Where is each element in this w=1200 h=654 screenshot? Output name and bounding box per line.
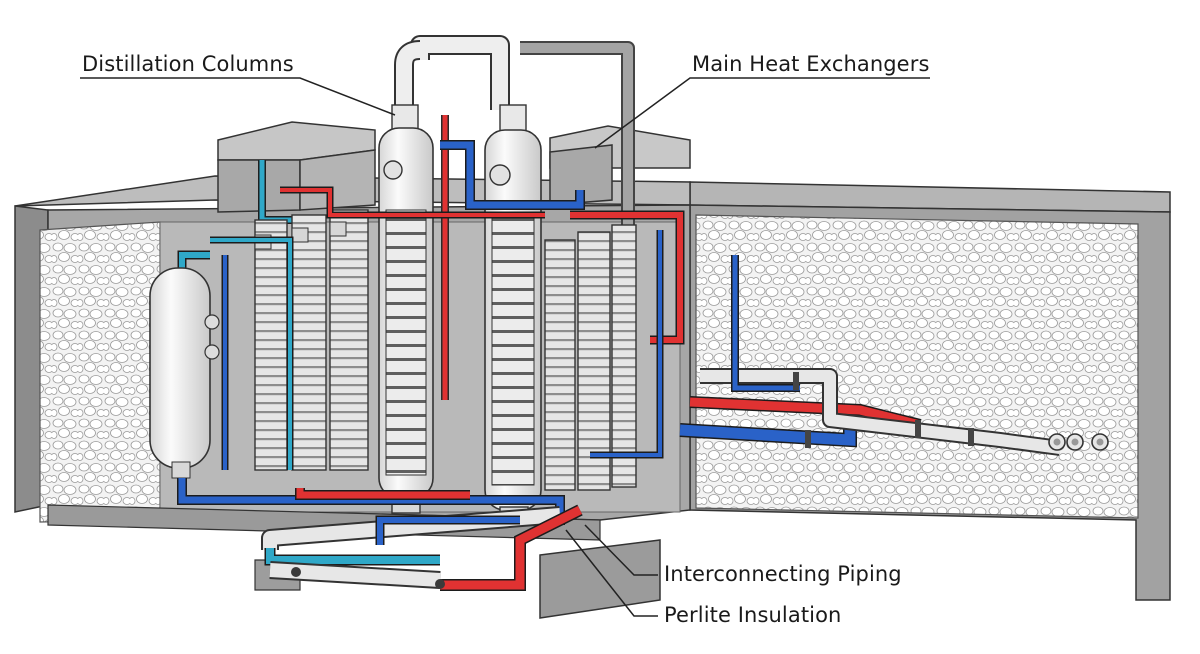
- heat-exchanger-left-group: [254, 209, 369, 471]
- label-main-heat-exchangers: Main Heat Exchangers: [692, 52, 930, 76]
- transfer-pipes-right: [679, 255, 1109, 456]
- label-perlite-insulation: Perlite Insulation: [664, 603, 842, 627]
- label-distillation-columns: Distillation Columns: [82, 52, 294, 76]
- top-housing-left: [217, 121, 376, 213]
- label-interconnecting-piping: Interconnecting Piping: [664, 562, 902, 586]
- distillation-column-right: [484, 104, 542, 526]
- bottom-piping: [177, 478, 583, 591]
- top-housing-right: [549, 125, 691, 206]
- distillation-column-left: [378, 35, 510, 514]
- leader-lines: [80, 77, 930, 617]
- separator-vessel: [149, 250, 220, 479]
- heat-exchanger-right-group: [544, 224, 637, 491]
- internal-process-lines: [210, 140, 685, 470]
